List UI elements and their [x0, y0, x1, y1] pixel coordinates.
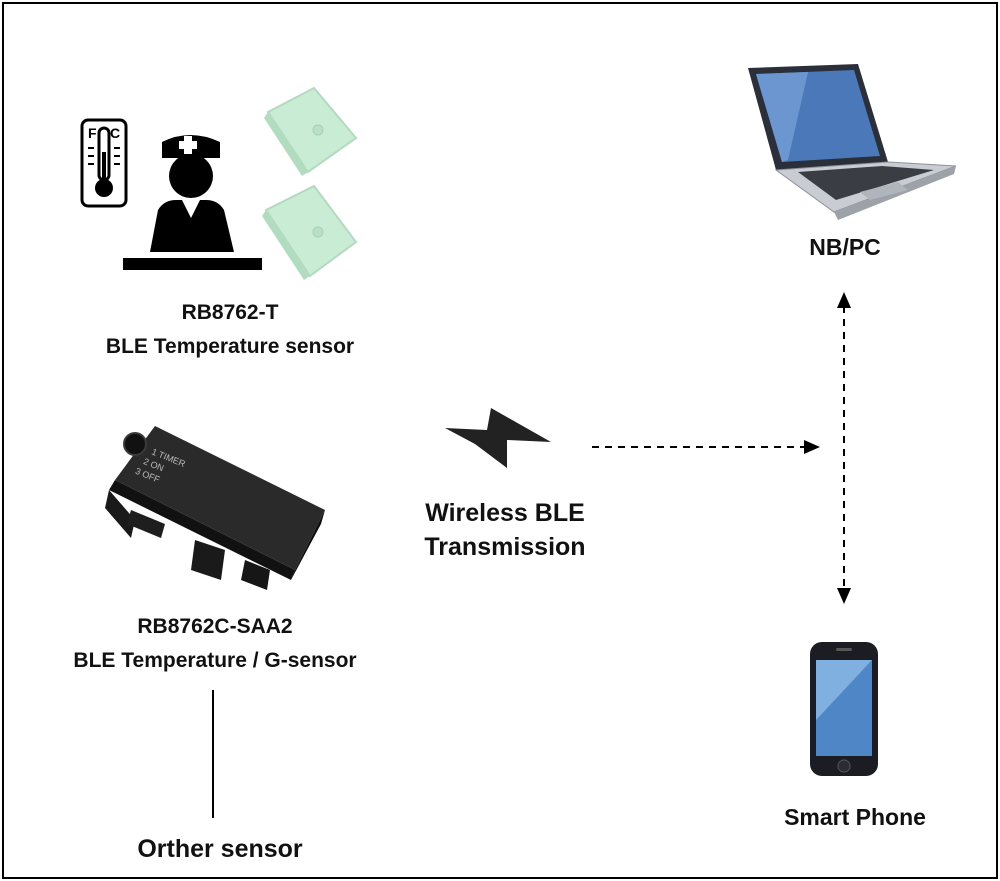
thermometer-f-label: F — [88, 125, 97, 141]
laptop-icon — [748, 64, 957, 220]
ble-transmission-arrowhead — [804, 440, 820, 454]
nurse-icon — [123, 135, 262, 270]
smart-phone-label: Smart Phone — [784, 804, 926, 830]
rb8762c-title: RB8762C-SAA2 — [137, 615, 293, 638]
wireless-line-2: Transmission — [424, 533, 586, 561]
smartphone-icon — [810, 642, 878, 776]
rb8762c-description: BLE Temperature / G-sensor — [73, 649, 357, 672]
pc-arrowhead — [837, 292, 851, 308]
ble-device-icon: 1 TIMER 2 ON 3 OFF — [105, 426, 325, 590]
rb8762t-description: BLE Temperature sensor — [105, 335, 355, 358]
other-sensor-label: Orther sensor — [137, 835, 303, 863]
nbpc-label: NB/PC — [809, 234, 881, 260]
lightning-icon — [445, 408, 551, 468]
rb8762t-title: RB8762-T — [181, 301, 279, 324]
wireless-ble-label: Wireless BLE Transmission — [395, 496, 615, 564]
wireless-line-1: Wireless BLE — [425, 499, 585, 527]
thermometer-icon: F C — [80, 118, 128, 208]
phone-arrowhead — [837, 588, 851, 604]
thermometer-c-label: C — [110, 125, 120, 141]
rb8762c-label: RB8762C-SAA2 BLE Temperature / G-sensor — [30, 610, 400, 678]
green-sensor-icon — [262, 184, 358, 280]
green-sensor-icon — [264, 86, 358, 176]
rb8762t-label: RB8762-T BLE Temperature sensor — [60, 296, 400, 364]
